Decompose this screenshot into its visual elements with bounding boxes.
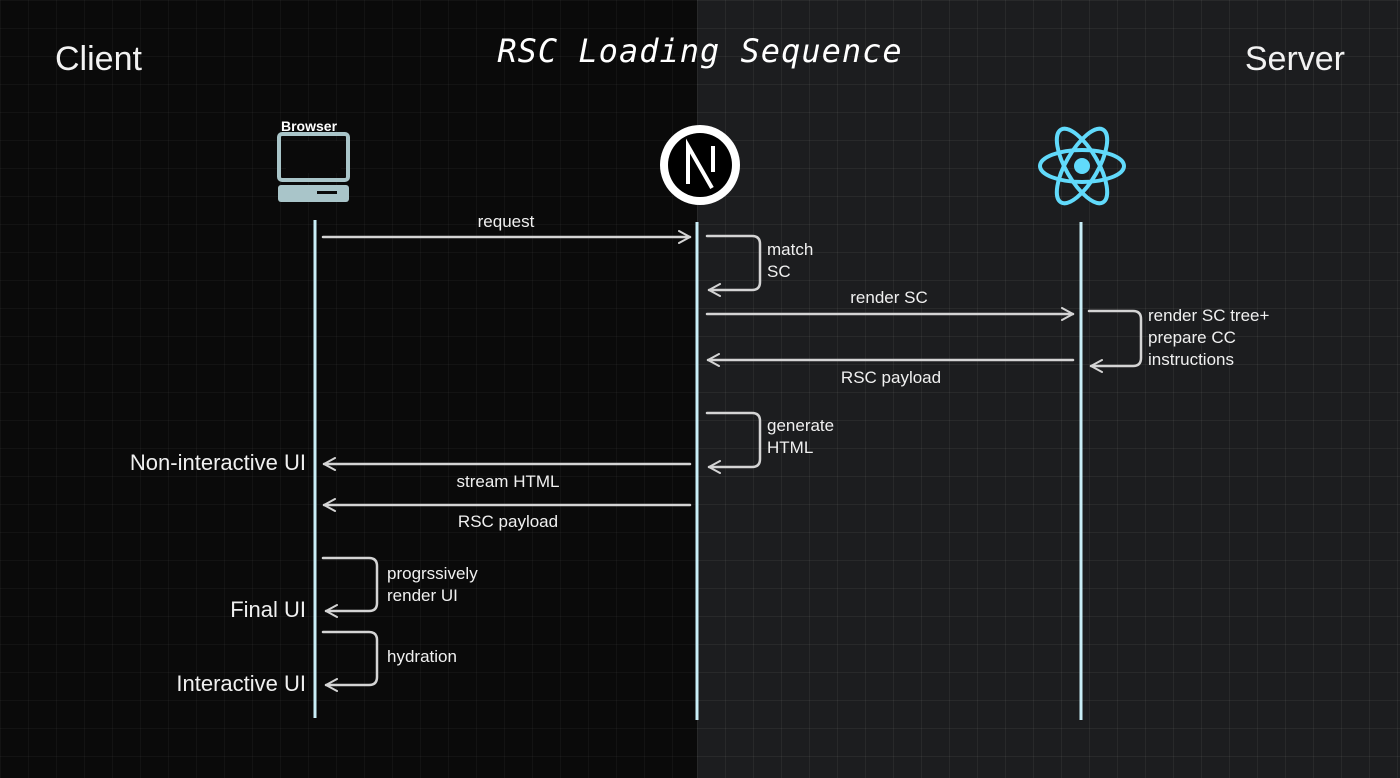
render-tree-label: render SC tree+ prepare CC instructions bbox=[1148, 306, 1270, 369]
hydration-loop bbox=[321, 630, 379, 692]
hydration-label: hydration bbox=[387, 647, 457, 666]
final-ui-state: Final UI bbox=[230, 597, 306, 622]
nextjs-logo-icon bbox=[660, 125, 740, 205]
progressive-label: progrssively render UI bbox=[387, 564, 478, 605]
match-sc-label: match SC bbox=[767, 240, 814, 281]
generate-html-label: generate HTML bbox=[767, 416, 835, 457]
client-title: Client bbox=[55, 40, 142, 78]
interactive-ui-state: Interactive UI bbox=[176, 671, 306, 696]
render-tree-loop bbox=[1087, 309, 1143, 373]
generate-html-loop bbox=[705, 411, 762, 474]
monitor-icon bbox=[277, 132, 350, 202]
render-sc-label: render SC bbox=[850, 288, 928, 307]
browser-label: Browser bbox=[281, 118, 338, 134]
server-title: Server bbox=[1244, 40, 1345, 78]
rsc-payload-label-2: RSC payload bbox=[457, 512, 559, 531]
stream-html-label: stream HTML bbox=[456, 472, 560, 491]
non-interactive-ui-state: Non-interactive UI bbox=[129, 450, 306, 475]
diagram-title: RSC Loading Sequence bbox=[497, 32, 903, 70]
react-logo-icon bbox=[1038, 126, 1126, 206]
rsc-payload-label-1: RSC payload bbox=[840, 368, 942, 387]
client-panel bbox=[0, 0, 697, 778]
request-label: request bbox=[477, 212, 535, 231]
server-panel bbox=[697, 0, 1400, 778]
match-sc-loop bbox=[705, 234, 762, 297]
progressive-loop bbox=[321, 556, 379, 618]
